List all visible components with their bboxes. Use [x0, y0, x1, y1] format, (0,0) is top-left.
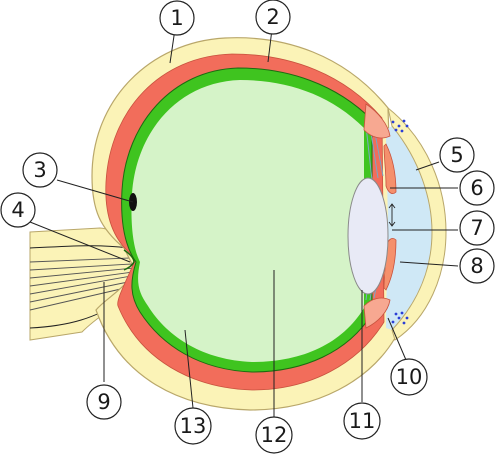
callout-8-label: 8 — [470, 254, 483, 278]
anterior-chamber — [386, 126, 432, 330]
callout-10-label: 10 — [396, 365, 423, 389]
optic-nerve-inner-top — [29, 245, 129, 249]
callout-12: 12 — [255, 416, 293, 454]
callout-13-label: 13 — [180, 414, 207, 438]
cornea — [387, 106, 447, 341]
callout-8: 8 — [459, 248, 495, 284]
vitreous-body — [131, 80, 364, 362]
callout-2: 2 — [255, 0, 291, 35]
callout-7: 7 — [459, 210, 495, 246]
callout-6-label: 6 — [470, 176, 483, 200]
ciliary-body-bottom — [363, 297, 391, 329]
callout-12-label: 12 — [261, 423, 288, 447]
pupil-marker — [388, 203, 396, 227]
optic-disc — [123, 249, 135, 271]
iris-top — [383, 143, 397, 194]
callout-6: 6 — [459, 170, 495, 206]
callout-13: 13 — [174, 407, 212, 445]
callout-4-label: 4 — [11, 198, 24, 222]
callout-3: 3 — [22, 152, 58, 188]
callout-1: 1 — [159, 0, 195, 36]
callout-10: 10 — [390, 358, 428, 396]
callout-2-label: 2 — [266, 5, 279, 29]
callout-1-label: 1 — [170, 6, 183, 30]
callout-9: 9 — [86, 384, 122, 420]
callout-11-label: 11 — [349, 409, 376, 433]
callout-4: 4 — [0, 192, 36, 228]
callout-7-label: 7 — [470, 216, 483, 240]
canal-dots-bottom — [391, 311, 409, 325]
ciliary-body-top — [363, 103, 391, 139]
callout-5-label: 5 — [450, 143, 463, 167]
callout-5: 5 — [439, 137, 475, 173]
lens — [347, 177, 389, 295]
callout-3-label: 3 — [33, 158, 46, 182]
callout-11: 11 — [343, 402, 381, 440]
callout-9-label: 9 — [97, 390, 110, 414]
canal-dots-top — [391, 119, 409, 133]
optic-nerve-fibers — [29, 257, 135, 311]
